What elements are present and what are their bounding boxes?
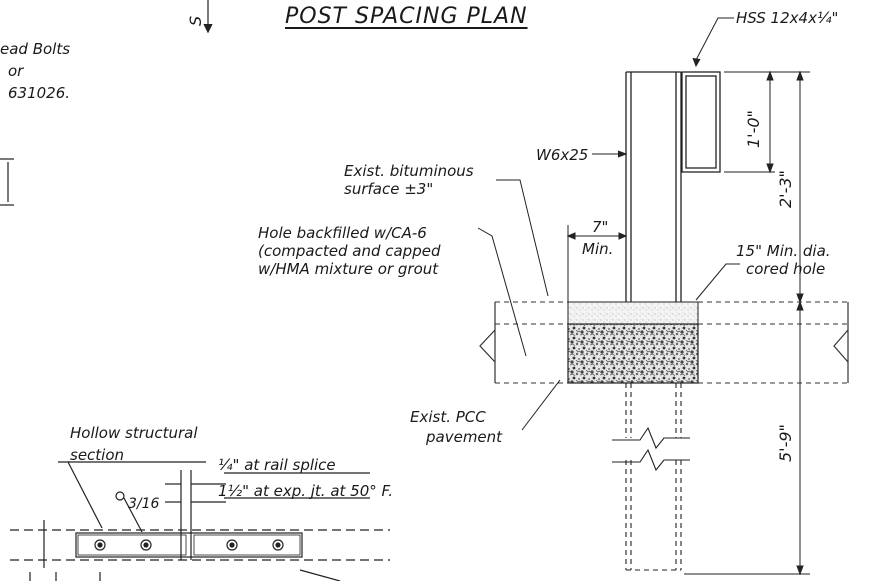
- hole-backfilled-line-2: (compacted and capped: [258, 242, 441, 260]
- exist-pcc-line-2: pavement: [426, 428, 503, 446]
- hss-label: HSS 12x4x¼": [736, 9, 839, 27]
- drawing-title: POST SPACING PLAN: [285, 4, 528, 29]
- cored-hole-line-2: cored hole: [746, 260, 826, 278]
- weld-size-label: 3/16: [128, 496, 160, 512]
- cored-hole-backfill: [567, 301, 699, 384]
- hollow-structural-line-2: section: [70, 446, 125, 464]
- hss-rail: [681, 71, 721, 173]
- rail-splice-label: ¼" at rail splice: [218, 456, 336, 474]
- w6x25-post: [612, 71, 690, 571]
- exist-bituminous-line-2: surface ±3": [344, 180, 434, 198]
- dim-one-foot: 1'-0": [744, 110, 763, 148]
- left-note-line-3: 631026.: [8, 84, 71, 102]
- exp-jt-label: 1½" at exp. jt. at 50° F.: [218, 482, 393, 500]
- cored-hole-line-1: 15" Min. dia.: [736, 242, 831, 260]
- left-note-line-2: or: [8, 62, 24, 80]
- left-note-line-1: ead Bolts: [0, 40, 71, 58]
- w6x25-label: W6x25: [536, 146, 589, 164]
- exist-bituminous-line-1: Exist. bituminous: [344, 162, 474, 180]
- pavement-section: [479, 301, 849, 384]
- seven-min-text: Min.: [582, 240, 614, 258]
- hole-backfilled-line-1: Hole backfilled w/CA-6: [258, 224, 427, 242]
- dim-five-nine: 5'-9": [776, 424, 795, 462]
- top-left-fragment: S: [186, 15, 205, 26]
- splice-bolts: [94, 539, 284, 551]
- exist-pcc-line-1: Exist. PCC: [410, 408, 486, 426]
- seven-min-value: 7": [592, 218, 609, 236]
- dim-two-three: 2'-3": [776, 170, 795, 208]
- leader-lines: [477, 17, 740, 431]
- top-left-dimension-fragment: [0, 0, 213, 206]
- splice-detail: [10, 461, 390, 581]
- dimension-lines: [566, 70, 810, 576]
- hollow-structural-line-1: Hollow structural: [70, 424, 198, 442]
- hole-backfilled-line-3: w/HMA mixture or grout: [258, 260, 439, 278]
